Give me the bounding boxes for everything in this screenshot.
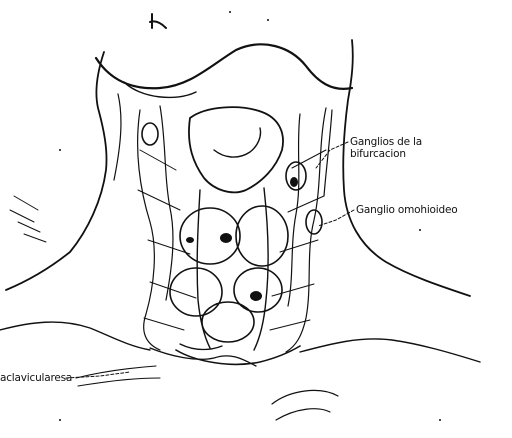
subclavian-vessels <box>76 366 160 386</box>
lymph-node <box>236 206 288 266</box>
label-bifurcation-nodes: Ganglios de la bifurcacion <box>350 136 460 160</box>
right-shoulder <box>300 339 480 362</box>
mouth-mark <box>150 14 166 28</box>
lymph-nodes <box>142 123 322 342</box>
lower-chest-mark <box>272 390 338 420</box>
thyroid-cartilage <box>189 107 283 192</box>
chin-inner-line <box>124 82 196 97</box>
lymph-node-shade <box>250 291 262 301</box>
left-shoulder <box>0 322 150 350</box>
neck-right-contour <box>343 40 470 296</box>
print-speckles <box>59 11 441 421</box>
left-hatching <box>10 196 46 242</box>
lymph-node-shade <box>290 177 298 187</box>
lymph-chain-left-outer <box>138 110 160 350</box>
cartilage-notch <box>214 128 261 157</box>
neck-left-contour <box>6 52 107 290</box>
label-omohyoid-node: Ganglio omohioideo <box>356 204 457 216</box>
lymph-chain-left-inner <box>160 106 173 300</box>
lymph-node <box>202 302 254 342</box>
neck-left-inner <box>114 94 121 180</box>
lymph-node-shade <box>186 237 194 243</box>
lymph-node-shade <box>220 233 232 243</box>
lymph-node <box>142 123 158 145</box>
label-subclavian-nodes: aclavicularesa <box>0 372 72 384</box>
jaw-outline <box>96 44 352 89</box>
lymph-chain-right-inner <box>288 114 300 306</box>
subclavian-cluster <box>150 344 256 366</box>
